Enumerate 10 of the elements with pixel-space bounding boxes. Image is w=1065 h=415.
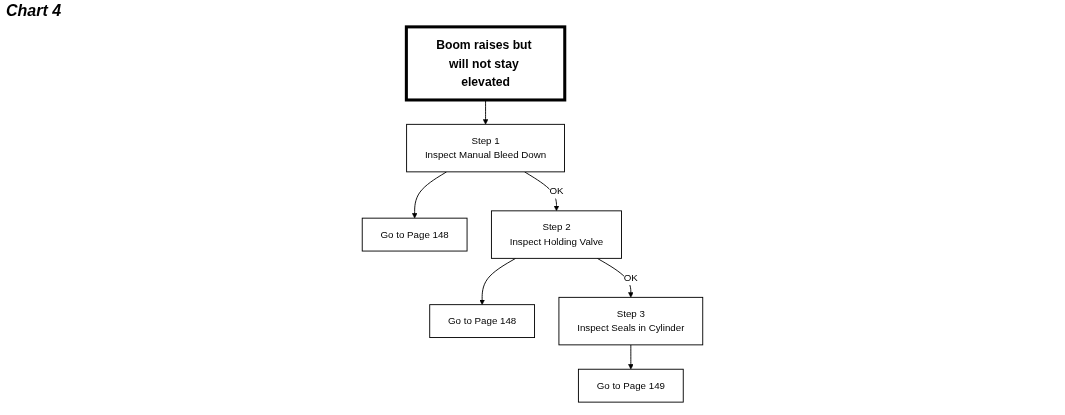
edge-label: OK xyxy=(623,272,638,283)
node-box: Step 2 Inspect Holding Valve xyxy=(491,210,622,259)
node-box: Go to Page 148 xyxy=(429,304,536,338)
node-box: Step 3 Inspect Seals in Cylinder xyxy=(558,296,704,346)
node-box: Boom raises but will not stay elevated xyxy=(404,25,567,102)
edge-label: OK xyxy=(549,185,564,197)
chart-title: Chart 4 xyxy=(6,2,63,20)
node-box: Go to Page 148 xyxy=(361,217,468,252)
node-box: Step 1 Inspect Manual Bleed Down xyxy=(406,123,565,173)
node-box: Go to Page 149 xyxy=(577,368,684,403)
